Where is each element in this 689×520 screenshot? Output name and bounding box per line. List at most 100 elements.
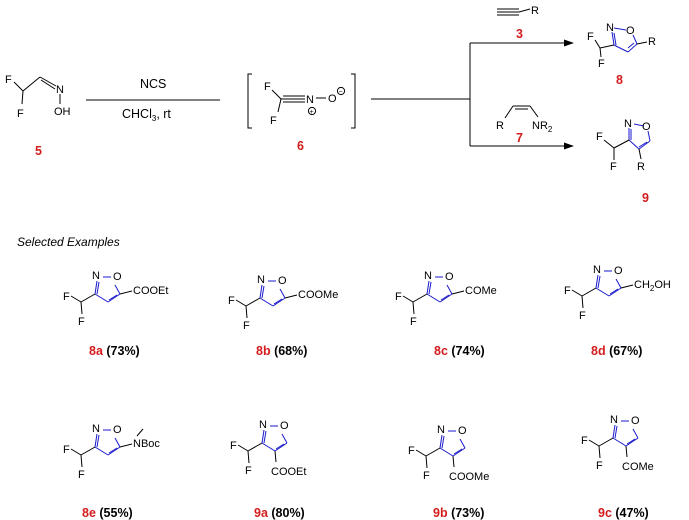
ring-nitrogen: N [610,414,618,426]
example-label: 8e (55%) [82,506,133,520]
ring-oxygen: O [113,424,122,436]
ring-oxygen: O [614,265,623,277]
nitrogen-atom: N [306,94,314,106]
compound-label-5: 5 [35,144,42,158]
example-compound-8e: N O F F NBoc 8e (55%) [63,423,160,520]
example-label: 9c (47%) [598,506,649,520]
example-compound-9a: N O F F COOEt 9a (80%) [230,419,306,520]
product-9-structure: N O F F R [596,118,651,173]
positive-charge-sign: + [310,109,314,116]
product-8-structure: N O F F R [587,22,656,70]
ring-nitrogen: N [92,270,100,282]
ring-nitrogen: N [624,118,632,130]
ring-nitrogen: N [437,424,445,436]
fluorine-atom: F [63,444,70,456]
fluorine-atom: F [78,469,85,481]
fluorine-atom: F [230,440,237,452]
compound-5-structure: F F N OH [5,74,71,120]
substituent-group: NBoc [133,438,160,450]
fluorine-atom: F [5,74,12,86]
fluorine-atom: F [245,465,252,477]
fluorine-atom: F [243,320,250,332]
hydroxyl-group: OH [54,106,71,118]
substituent-group: COMe [465,285,497,297]
ring-nitrogen: N [259,419,267,431]
r-group: R [637,161,645,173]
compound-label-7: 7 [516,131,523,145]
fluorine-atom: F [228,295,235,307]
branching-arrows [371,39,574,150]
example-compound-9b: N O F F COOMe 9b (73%) [408,424,489,520]
example-label: 9b (73%) [433,506,484,520]
fluorine-atom: F [78,316,85,328]
ring-oxygen: O [631,415,640,427]
substituent-group: CH2OH [634,279,671,293]
positive-charge-icon [307,106,317,116]
ring-nitrogen: N [606,22,614,34]
ring-oxygen: O [445,271,454,283]
compound-6-structure: F F N + O − [264,81,346,127]
nitrogen-atom: N [56,84,64,96]
fluorine-atom: F [610,161,617,173]
amine-group: NR2 [532,120,553,134]
compound-label-6: 6 [297,139,304,153]
fluorine-atom: F [395,291,402,303]
reagent-text: NCS [140,77,166,91]
example-label: 8a (73%) [89,344,140,358]
enamine-7-structure: R NR2 [496,105,553,134]
r-group: R [531,5,539,17]
fluorine-atom: F [587,31,594,43]
fluorine-atom: F [596,460,603,472]
example-label: 8c (74%) [434,344,485,358]
ring-oxygen: O [113,271,122,283]
fluorine-atom: F [17,108,24,120]
example-compound-9c: N O F F COMe 9c (47%) [581,414,654,520]
r-group: R [648,36,656,48]
compound-label-3: 3 [516,27,523,41]
ring-nitrogen: N [92,423,100,435]
r-group: R [496,120,504,132]
intermediate-brackets [247,73,356,129]
ring-oxygen: O [278,275,287,287]
fluorine-atom: F [598,58,605,70]
oxygen-atom: O [328,93,337,105]
fluorine-atom: F [564,285,571,297]
fluorine-atom: F [581,435,588,447]
selected-examples-heading: Selected Examples [17,235,120,249]
example-compound-8c: N O F F COMe 8c (74%) [395,270,497,358]
substituent-group: COOEt [271,466,306,478]
example-compound-8d: N O F F CH2OH 8d (67%) [564,264,671,358]
fluorine-atom: F [408,445,415,457]
ring-nitrogen: N [424,270,432,282]
fluorine-atom: F [270,115,277,127]
examples-grid: N O F F COOEt 8a (73%) N O F F COOMe 8b (68%) N O F F CO… [63,264,671,520]
example-label: 8b (68%) [256,344,307,358]
example-label: 9a (80%) [254,506,305,520]
fluorine-atom: F [410,316,417,328]
ring-nitrogen: N [257,274,265,286]
fluorine-atom: F [579,310,586,322]
ring-oxygen: O [642,121,651,133]
negative-charge-icon [336,86,346,96]
example-compound-8b: N O F F COOMe 8b (68%) [228,274,338,358]
substituent-group: COMe [622,461,654,473]
ring-oxygen: O [280,420,289,432]
substituent-group: COOMe [449,471,489,483]
negative-charge-sign: − [339,89,343,96]
ring-oxygen: O [458,425,467,437]
example-label: 8d (67%) [591,344,642,358]
substituent-group: COOMe [298,289,338,301]
fluorine-atom: F [423,470,430,482]
ring-nitrogen: N [593,264,601,276]
alkyne-3-structure: R [497,5,539,17]
fluorine-atom: F [264,81,271,93]
substituent-group: COOEt [133,285,168,297]
compound-label-9: 9 [642,191,649,205]
example-compound-8a: N O F F COOEt 8a (73%) [63,270,168,358]
compound-label-8: 8 [616,73,623,87]
ring-oxygen: O [626,25,635,37]
fluorine-atom: F [596,131,603,143]
solvent-text: CHCl3, rt [122,107,171,123]
fluorine-atom: F [63,291,70,303]
